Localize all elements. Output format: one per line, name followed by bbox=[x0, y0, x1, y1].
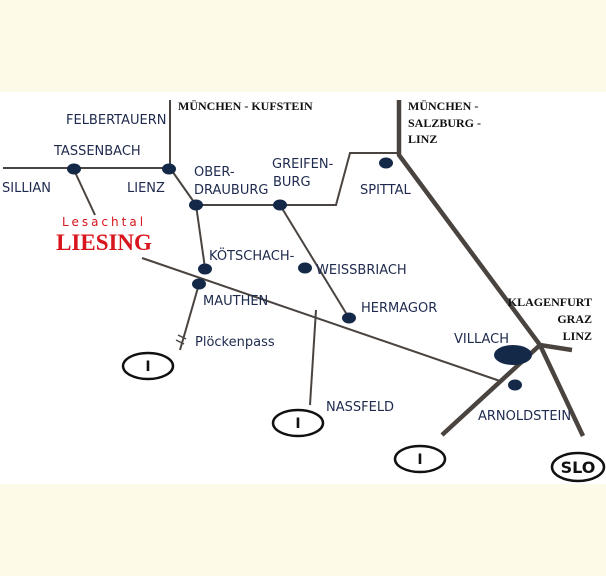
border-italy-1: I bbox=[145, 359, 150, 375]
label-koetschach: KÖTSCHACH- bbox=[209, 247, 295, 264]
road-ploeckenpass bbox=[179, 283, 200, 351]
road-map: FELBERTAUERN TASSENBACH SILLIAN LIENZ OB… bbox=[0, 92, 606, 484]
label-hermagor: HERMAGOR bbox=[361, 301, 437, 316]
town-villach bbox=[494, 345, 532, 365]
border-italy-3: I bbox=[417, 452, 422, 468]
label-lienz: LIENZ bbox=[127, 181, 165, 196]
border-signs bbox=[121, 351, 606, 483]
route-labels: MÜNCHEN - KUFSTEIN MÜNCHEN - SALZBURG - … bbox=[178, 99, 592, 343]
road-greifenburg-hermagor bbox=[279, 204, 350, 319]
town-oberdrauburg bbox=[189, 199, 203, 211]
route-muenchen-kufstein: MÜNCHEN - KUFSTEIN bbox=[178, 99, 313, 113]
road-oberdrauburg-koetschach bbox=[195, 204, 206, 269]
road-gailtal bbox=[141, 257, 501, 382]
place-labels: FELBERTAUERN TASSENBACH SILLIAN LIENZ OB… bbox=[2, 113, 571, 424]
border-slovenia-oval bbox=[550, 451, 606, 483]
label-drauburg: DRAUBURG bbox=[194, 183, 268, 198]
route-msl-3: LINZ bbox=[408, 132, 437, 146]
town-greifenburg bbox=[273, 199, 287, 211]
roads-minor bbox=[3, 100, 501, 406]
border-italy-2: I bbox=[295, 416, 300, 432]
label-mauthen: MAUTHEN bbox=[203, 294, 268, 309]
pass-marks bbox=[175, 334, 187, 345]
border-slovenia: SLO bbox=[561, 458, 596, 477]
label-sillian: SILLIAN bbox=[2, 181, 51, 196]
route-msl-2: SALZBURG - bbox=[408, 116, 481, 130]
label-burg: BURG bbox=[273, 175, 311, 190]
route-msl-1: MÜNCHEN - bbox=[408, 99, 478, 113]
town-mauthen bbox=[192, 278, 206, 290]
town-lienz bbox=[162, 163, 176, 175]
road-nassfeld bbox=[309, 309, 317, 406]
border-italy-3-oval bbox=[393, 444, 447, 474]
highway-a10 bbox=[396, 100, 586, 437]
map-canvas: FELBERTAUERN TASSENBACH SILLIAN LIENZ OB… bbox=[2, 99, 606, 483]
town-hermagor bbox=[342, 312, 356, 324]
label-felbertauern: FELBERTAUERN bbox=[66, 113, 166, 128]
label-arnoldstein: ARNOLDSTEIN bbox=[478, 409, 571, 424]
road-tassenbach-liesing bbox=[73, 169, 96, 216]
border-italy-1-oval bbox=[121, 351, 175, 381]
border-italy-2-oval bbox=[271, 408, 325, 438]
label-weissbriach: WEISSBRIACH bbox=[316, 263, 407, 278]
towns bbox=[67, 157, 532, 391]
region-lesachtal: Lesachtal bbox=[62, 215, 146, 229]
town-tassenbach bbox=[67, 163, 81, 175]
label-villach: VILLACH bbox=[454, 332, 509, 347]
town-koetschach bbox=[198, 263, 212, 275]
highway-a2 bbox=[440, 342, 573, 437]
label-tassenbach: TASSENBACH bbox=[53, 144, 141, 159]
town-liesing-highlight: LIESING bbox=[56, 230, 152, 255]
town-weissbriach bbox=[298, 262, 312, 274]
route-klagenfurt: KLAGENFURT bbox=[508, 295, 592, 309]
town-arnoldstein bbox=[508, 379, 522, 391]
road-lienz-oberdrauburg bbox=[169, 167, 197, 206]
label-greifen: GREIFEN- bbox=[272, 157, 334, 172]
route-graz: GRAZ bbox=[557, 312, 592, 326]
route-linz: LINZ bbox=[563, 329, 592, 343]
label-ober: OBER- bbox=[194, 165, 235, 180]
road-oberdrauburg-spittal bbox=[196, 152, 398, 206]
roads-major bbox=[396, 100, 586, 437]
label-nassfeld: NASSFELD bbox=[326, 400, 394, 415]
town-spittal bbox=[379, 157, 393, 169]
label-spittal: SPITTAL bbox=[360, 183, 411, 198]
label-ploeckenpass: Plöckenpass bbox=[195, 335, 275, 350]
